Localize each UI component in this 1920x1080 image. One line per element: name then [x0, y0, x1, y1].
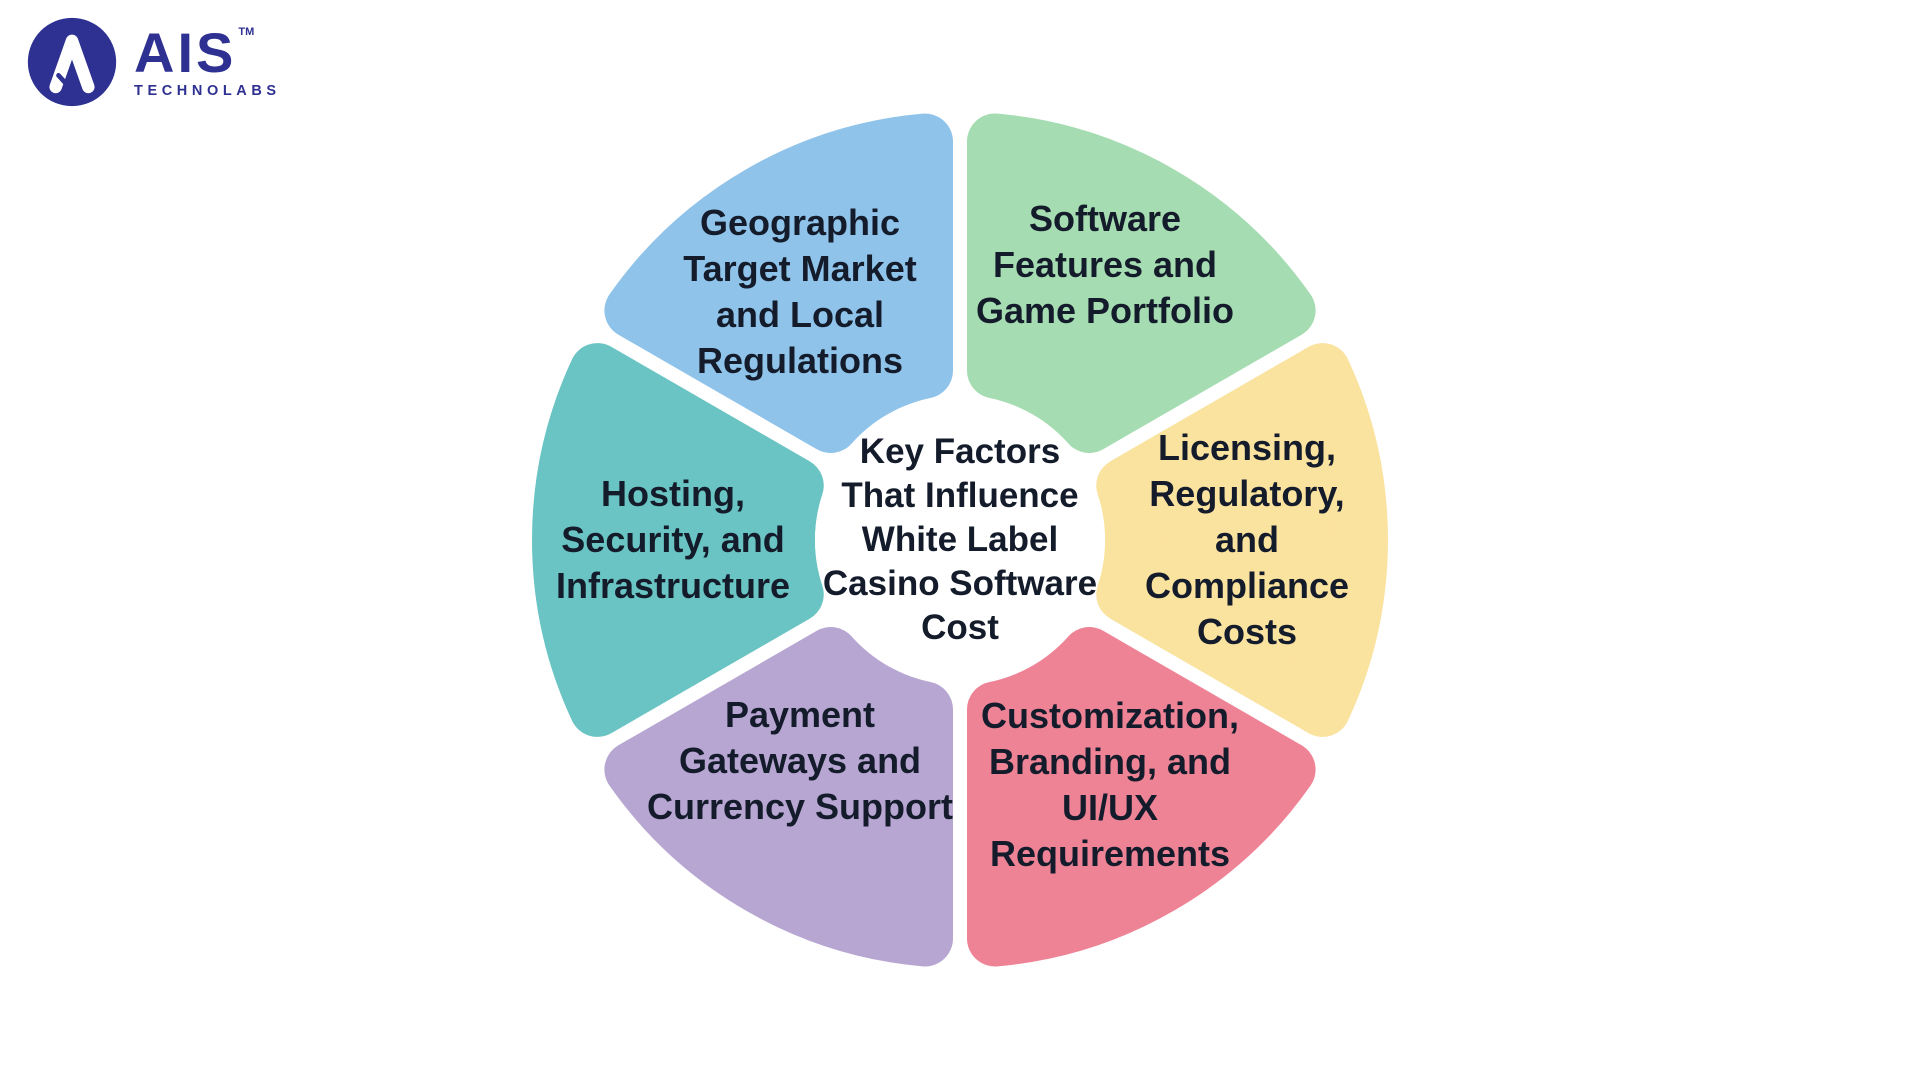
- wheel-center-circle: [815, 395, 1105, 685]
- segment-label-line: Regulations: [696, 340, 903, 381]
- segment-geographic-target-market: [604, 113, 953, 453]
- segment-label-line: Geographic: [699, 202, 901, 243]
- segment-label-line: and Local: [715, 294, 885, 335]
- segment-label-line: Infrastructure: [555, 565, 791, 606]
- segment-label-line: Software: [1028, 198, 1182, 239]
- segment-payment-gateways: [604, 627, 953, 967]
- segment-label-line: Regulatory,: [1149, 473, 1345, 514]
- center-title-line: That Influence: [841, 476, 1079, 515]
- center-title-line: Casino Software: [822, 564, 1098, 603]
- center-title-line: Key Factors: [859, 432, 1061, 471]
- logo-trademark: TM: [238, 26, 255, 39]
- center-title-line: White Label: [861, 520, 1059, 559]
- logo-text: AIS TM TECHNOLABS: [134, 25, 281, 99]
- wheel-center-title: Key Factors That Influence White Label C…: [823, 430, 1097, 650]
- segment-licensing-compliance: [1096, 343, 1388, 737]
- segment-label-line: Payment: [724, 694, 876, 735]
- segment-label-line: and: [1214, 519, 1280, 560]
- ais-logo-mark-icon: [27, 17, 117, 107]
- segment-label-line: UI/UX: [1061, 787, 1158, 828]
- segment-label-line: Features and: [992, 244, 1218, 285]
- segment-label-line: Requirements: [989, 833, 1231, 874]
- segment-label-line: Branding, and: [989, 741, 1231, 782]
- segment-label-line: Gateways and: [678, 740, 922, 781]
- logo-subtitle: TECHNOLABS: [134, 83, 281, 100]
- segment-label-line: Game Portfolio: [975, 290, 1235, 331]
- segment-label-line: Security, and: [561, 519, 785, 560]
- segment-hosting-infrastructure: [532, 343, 824, 737]
- segment-label-line: Currency Support: [646, 786, 954, 827]
- segment-label-line: Target Market: [683, 248, 917, 289]
- segment-software-features: [967, 113, 1316, 453]
- segment-label-line: Compliance: [1144, 565, 1350, 606]
- segment-label-line: Customization,: [981, 695, 1239, 736]
- segment-label-line: Licensing,: [1157, 427, 1337, 468]
- segment-customization-uiux: [967, 627, 1316, 967]
- segment-label-line: Costs: [1196, 611, 1298, 652]
- ais-technolabs-logo: AIS TM TECHNOLABS: [24, 14, 281, 110]
- center-title-line: Cost: [921, 608, 999, 647]
- logo-brand-name: AIS: [134, 21, 237, 85]
- segment-label-line: Hosting,: [601, 473, 745, 514]
